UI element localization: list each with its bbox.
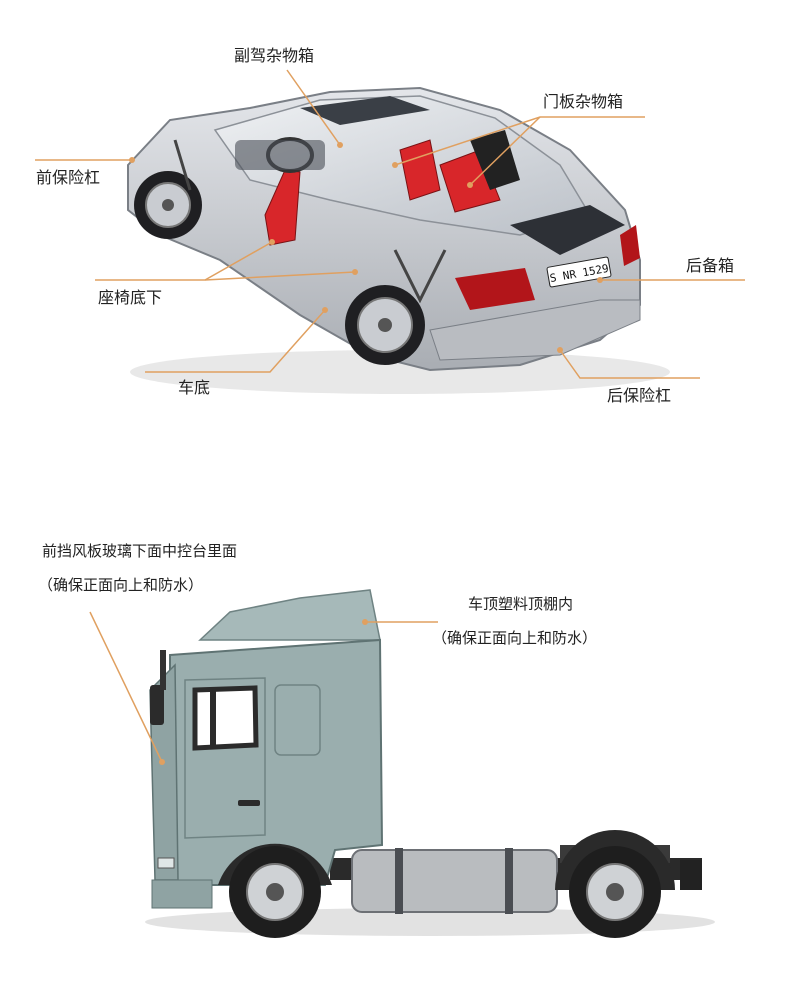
truck-roof-spoiler — [198, 589, 381, 641]
callout-line-dashboard — [89, 611, 163, 763]
car-front-suspension — [173, 139, 192, 191]
car-rear-wheel — [345, 285, 425, 365]
car-rear-bumper-shape — [429, 299, 641, 361]
truck-mirror-arm — [160, 650, 166, 690]
label-roof-line1: 车顶塑料顶棚内 — [468, 595, 574, 613]
truck-callout-lines — [89, 611, 438, 763]
truck-door-outline — [184, 677, 266, 839]
car-front-seat — [264, 169, 301, 246]
truck-callout-dots — [159, 619, 368, 765]
callout-line-rear-bumper — [559, 349, 700, 379]
truck-cab-front — [149, 663, 179, 881]
truck-fifth-wheel — [560, 845, 670, 863]
truck-rear-light-box — [680, 860, 702, 890]
callout-line-underbody — [145, 309, 326, 373]
label-under-seat: 座椅底下 — [98, 288, 163, 307]
car-trunk-interior — [510, 205, 625, 255]
label-passenger-glovebox: 副驾杂物箱 — [234, 46, 315, 65]
truck-shadow — [145, 908, 715, 936]
car-callout-dots — [129, 142, 603, 353]
callout-line-under-seat-2 — [204, 271, 356, 281]
car-tail-light-right — [620, 225, 640, 266]
truck-side-mirror — [150, 685, 164, 725]
callout-line-door-storage-2 — [469, 116, 541, 186]
car-tail-light-left — [455, 268, 535, 310]
truck-front-bumper — [151, 879, 213, 909]
car-callout-lines — [35, 69, 745, 379]
car-illustration: S NR 1529 — [35, 69, 745, 394]
truck-fuel-tank-strap-2 — [505, 848, 513, 914]
label-roof-line2: （确保正面向上和防水） — [432, 629, 598, 647]
car-dashboard — [235, 140, 325, 170]
label-dashboard-line1: 前挡风板玻璃下面中控台里面 — [42, 542, 238, 560]
truck-cab-body — [169, 638, 384, 886]
truck-chassis-frame — [330, 858, 702, 880]
label-trunk: 后备箱 — [686, 256, 735, 275]
truck-rear-wheel-arch — [555, 830, 675, 890]
label-rear-bumper: 后保险杠 — [607, 386, 672, 405]
truck-door-window — [192, 685, 259, 751]
truck-headlight — [157, 857, 175, 869]
label-front-bumper: 前保险杠 — [36, 168, 101, 187]
truck-rear-wheel — [569, 846, 661, 938]
car-front-wheel — [134, 171, 202, 239]
truck-door-handle — [238, 800, 260, 806]
truck-sleeper-panel — [274, 684, 321, 756]
car-rear-seat-left — [399, 139, 441, 201]
truck-front-wheel — [229, 846, 321, 938]
callout-line-glovebox — [286, 69, 341, 146]
truck-front-wheel-arch — [218, 843, 332, 885]
car-rear-suspension — [393, 249, 447, 304]
label-door-panel-storage: 门板杂物箱 — [543, 92, 624, 111]
label-underbody: 车底 — [178, 378, 211, 397]
truck-door-window-divider — [210, 690, 216, 747]
truck-fuel-tank — [351, 849, 558, 913]
car-license-plate — [546, 256, 612, 288]
label-dashboard-line2: （确保正面向上和防水） — [38, 576, 204, 594]
car-sunroof — [300, 96, 430, 125]
truck-fuel-tank-strap-1 — [395, 848, 403, 914]
